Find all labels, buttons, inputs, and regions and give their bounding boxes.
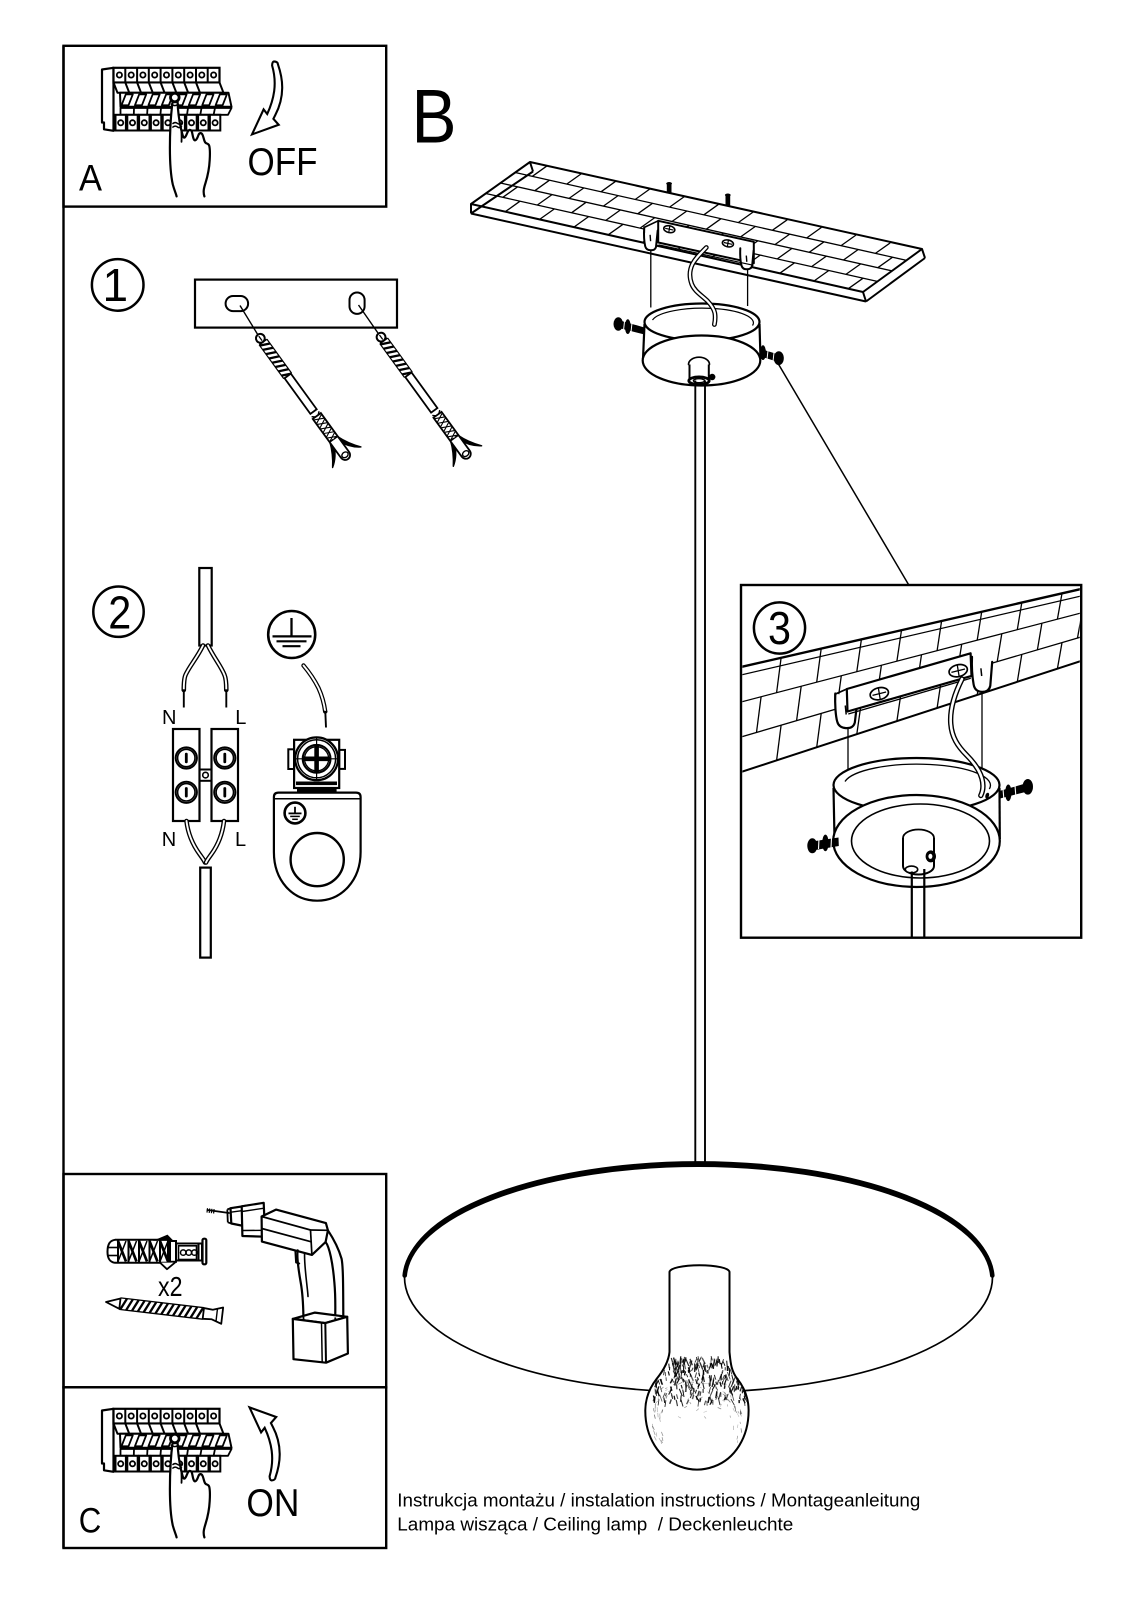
svg-text:L: L	[235, 829, 246, 851]
svg-text:2: 2	[108, 586, 131, 638]
svg-text:C: C	[79, 1501, 102, 1541]
svg-text:ON: ON	[246, 1482, 299, 1525]
svg-text:B: B	[412, 75, 457, 160]
svg-text:3: 3	[768, 602, 791, 654]
svg-text:x2: x2	[158, 1271, 183, 1302]
svg-text:L: L	[235, 707, 246, 729]
svg-text:OFF: OFF	[248, 141, 318, 184]
svg-text:A: A	[79, 157, 102, 199]
svg-text:N: N	[162, 829, 176, 851]
svg-text:Lampa wisząca / Ceiling lamp: Lampa wisząca / Ceiling lamp / Deckenleu…	[397, 1513, 793, 1534]
svg-text:N: N	[162, 707, 176, 729]
svg-text:Instrukcja montażu / instalati: Instrukcja montażu / instalation instruc…	[397, 1489, 920, 1510]
svg-text:1: 1	[103, 259, 129, 311]
